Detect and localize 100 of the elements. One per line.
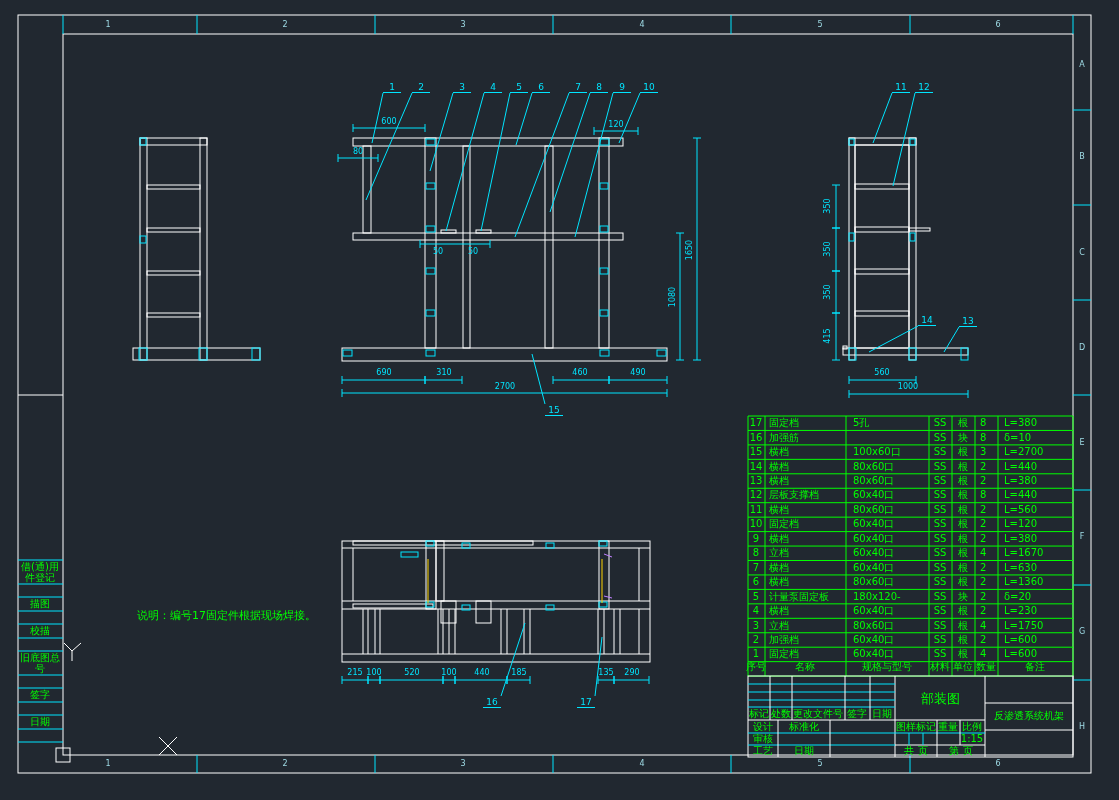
table-text: SS [933,447,947,458]
dimension-text: 350 [824,241,832,257]
callout-number: 5 [510,81,528,93]
title-block-text: 共 页 [904,746,928,756]
table-text: 横档 [769,476,789,486]
title-block-text: 处数 [771,709,791,719]
table-text: 4 [752,606,760,617]
table-text: 8 [752,548,760,559]
table-text: 立档 [769,620,789,631]
callout-number: 1 [383,81,401,93]
title-block-text: 描图 [30,599,50,609]
table-text: 2 [980,519,987,530]
table-header-text: 规格与型号 [862,662,912,672]
note-text: 说明：编号17固定件根据现场焊接。 [137,609,316,621]
title-block-text: 审核 [753,734,773,744]
table-text: 6 [752,577,760,588]
table-text: 7 [752,562,760,573]
dimension-text: 50 [467,248,479,256]
table-text: L=380 [1004,533,1038,544]
grid-reference: D [1078,344,1086,352]
leader-line [872,92,893,144]
table-text: SS [933,562,947,573]
table-text: 立档 [769,548,789,559]
leader-line [618,92,641,144]
dimension-text: 100 [366,669,382,677]
table-text: δ=10 [1004,432,1032,443]
callout-number: 7 [569,81,587,93]
grid-reference: B [1079,153,1085,161]
table-text: 根 [958,577,968,588]
leader-line [445,92,485,232]
leader-line [371,92,384,144]
table-text: SS [933,634,947,645]
dimension-text: 290 [624,669,640,677]
title-block-text: 1:15 [960,734,984,744]
grid-reference: 3 [460,760,466,768]
table-text: 60x40口 [853,562,895,573]
table-text: 固定档 [769,649,799,660]
title-block-text: 标记 [749,709,769,719]
drawing-title: 部装图 [920,691,960,705]
leader-line [531,353,546,405]
table-text: 根 [958,606,968,617]
grid-reference: G [1078,628,1086,636]
callout-number: 15 [545,404,563,416]
table-text: 60x40口 [853,606,895,617]
table-text: 2 [980,577,987,588]
leader-line [515,92,533,146]
table-text: L=630 [1004,562,1038,573]
table-text: 根 [958,533,968,544]
table-text: 横档 [769,504,789,515]
table-text: SS [933,620,947,631]
table-text: 横档 [769,533,789,544]
drawing-name: 反渗透系统机架 [994,711,1064,721]
dimension-text: 560 [874,369,890,377]
table-text: 2 [980,562,987,573]
table-text: 2 [980,461,987,472]
callout-number: 17 [577,696,595,708]
table-header-text: 备注 [1025,662,1045,672]
table-text: SS [933,432,947,443]
grid-reference: C [1079,249,1085,257]
dimension-text: 690 [376,369,392,377]
table-text: SS [933,649,947,660]
leader-line [594,636,603,697]
table-text: 根 [958,418,968,429]
dimension-text: 135 [598,669,614,677]
callout-number: 10 [640,81,658,93]
table-text: 根 [958,476,968,486]
grid-reference: F [1079,533,1085,541]
grid-reference: 2 [282,21,288,29]
table-text: SS [933,548,947,559]
dimension-text: 310 [436,369,452,377]
grid-reference: 6 [995,21,1001,29]
callout-number: 8 [590,81,608,93]
table-text: L=380 [1004,418,1038,429]
dimension-text: 460 [572,369,588,377]
table-text: δ=20 [1004,591,1032,602]
table-text: 块 [958,432,968,443]
table-text: 80x60口 [853,476,895,486]
table-text: 60x40口 [853,548,895,559]
callout-number: 6 [532,81,550,93]
callout-number: 13 [959,315,977,327]
table-text: 计量泵固定板 [769,591,829,602]
grid-reference: 1 [105,760,111,768]
title-block-text: 日期 [794,746,814,756]
title-block-text: 比例 [962,722,982,732]
table-text: SS [933,504,947,515]
table-text: 8 [980,490,987,501]
table-text: 80x60口 [853,620,895,631]
table-text: 4 [980,620,987,631]
title-block-text: 签字 [30,690,50,700]
leader-line [500,622,526,697]
leader-line [574,92,614,238]
dimension-text: 350 [824,284,832,300]
table-text: L=120 [1004,519,1038,530]
dimension-text: 185 [511,669,527,677]
table-text: 4 [980,649,987,660]
title-block-text: 日期 [872,709,892,719]
table-text: 5孔 [853,418,870,429]
table-text: 16 [749,432,763,443]
leader-line [514,92,570,238]
dimension-text: 520 [404,669,420,677]
